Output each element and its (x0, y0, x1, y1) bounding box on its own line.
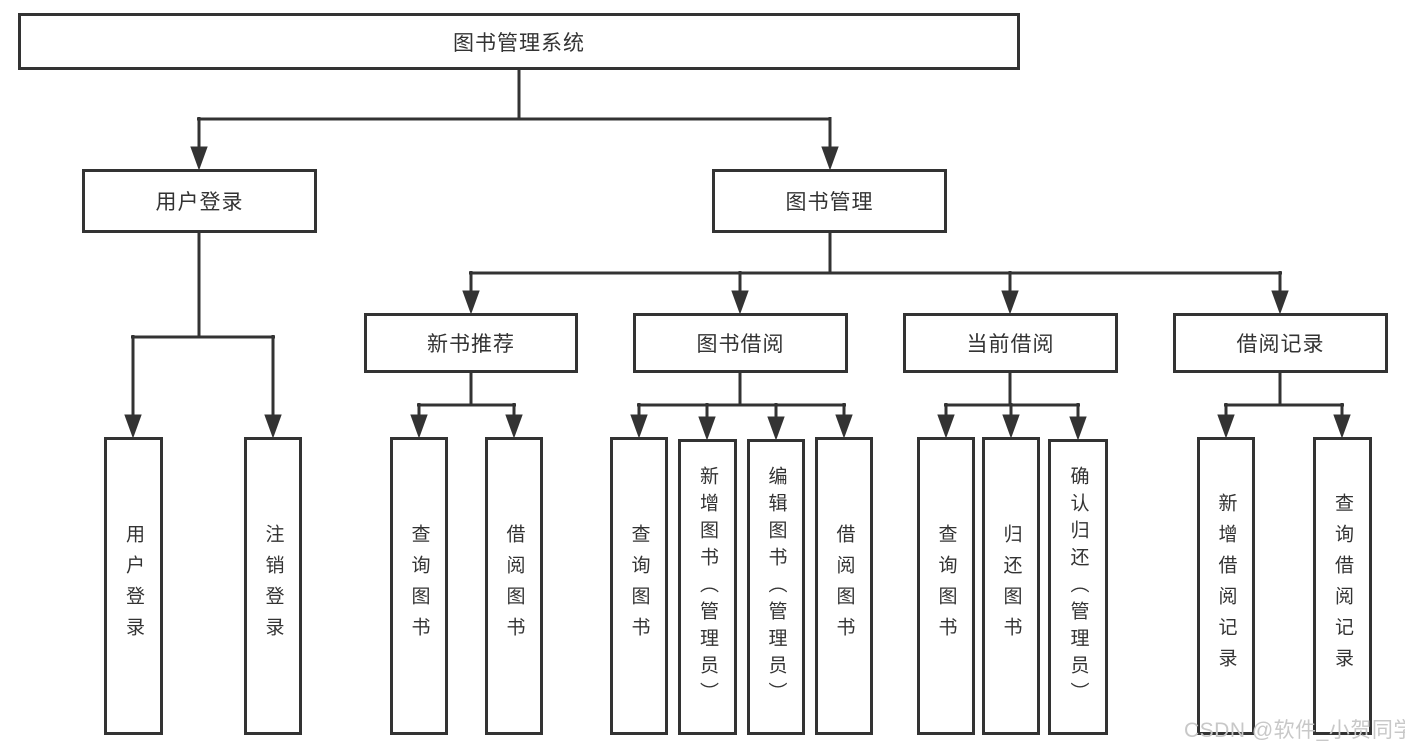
leaf-confirm-return-admin: 确认归还（管理员） (1048, 439, 1108, 735)
node-label: 查询借阅记录 (1332, 493, 1353, 679)
leaf-return-books: 归还图书 (982, 437, 1040, 735)
node-label: 查询图书 (935, 524, 957, 648)
node-label: 查询图书 (628, 524, 650, 648)
leaf-query-books-1: 查询图书 (390, 437, 448, 735)
node-label: 图书管理 (785, 191, 874, 214)
leaf-logout: 注销登录 (244, 437, 302, 735)
leaf-query-borrow-record: 查询借阅记录 (1313, 437, 1372, 735)
leaf-borrow-books-1: 借阅图书 (485, 437, 543, 735)
node-label: 当前借阅 (966, 333, 1055, 356)
node-label: 编辑图书（管理员） (765, 465, 787, 709)
node-label: 查询图书 (408, 524, 430, 648)
node-current-borrow: 当前借阅 (903, 313, 1118, 373)
node-label: 用户登录 (123, 524, 144, 648)
node-label: 借阅图书 (833, 524, 855, 648)
node-new-book-recommend: 新书推荐 (364, 313, 578, 373)
leaf-query-books-2: 查询图书 (610, 437, 668, 735)
node-label: 新增借阅记录 (1215, 493, 1237, 679)
leaf-user-login: 用户登录 (104, 437, 163, 735)
node-label: 新书推荐 (427, 333, 515, 356)
leaf-add-books-admin: 新增图书（管理员） (678, 439, 737, 735)
node-user-login: 用户登录 (82, 169, 317, 233)
node-label: 借阅图书 (503, 524, 525, 648)
node-label: 用户登录 (155, 191, 244, 214)
leaf-query-books-3: 查询图书 (917, 437, 975, 735)
node-label: 借阅记录 (1236, 333, 1325, 356)
node-label: 归还图书 (1000, 524, 1022, 648)
leaf-borrow-books-2: 借阅图书 (815, 437, 873, 735)
node-book-borrow: 图书借阅 (633, 313, 848, 373)
node-book-management: 图书管理 (712, 169, 947, 233)
leaf-edit-books-admin: 编辑图书（管理员） (747, 439, 805, 735)
node-root: 图书管理系统 (18, 13, 1020, 70)
node-label: 图书管理系统 (453, 31, 585, 55)
watermark: CSDN @软件_小贺同学 (1184, 719, 1405, 742)
node-label: 注销登录 (262, 524, 284, 648)
leaf-add-borrow-record: 新增借阅记录 (1197, 437, 1255, 735)
node-label: 新增图书（管理员） (697, 465, 718, 709)
node-label: 图书借阅 (696, 333, 785, 356)
node-label: 确认归还（管理员） (1067, 465, 1089, 709)
node-borrow-records: 借阅记录 (1173, 313, 1388, 373)
